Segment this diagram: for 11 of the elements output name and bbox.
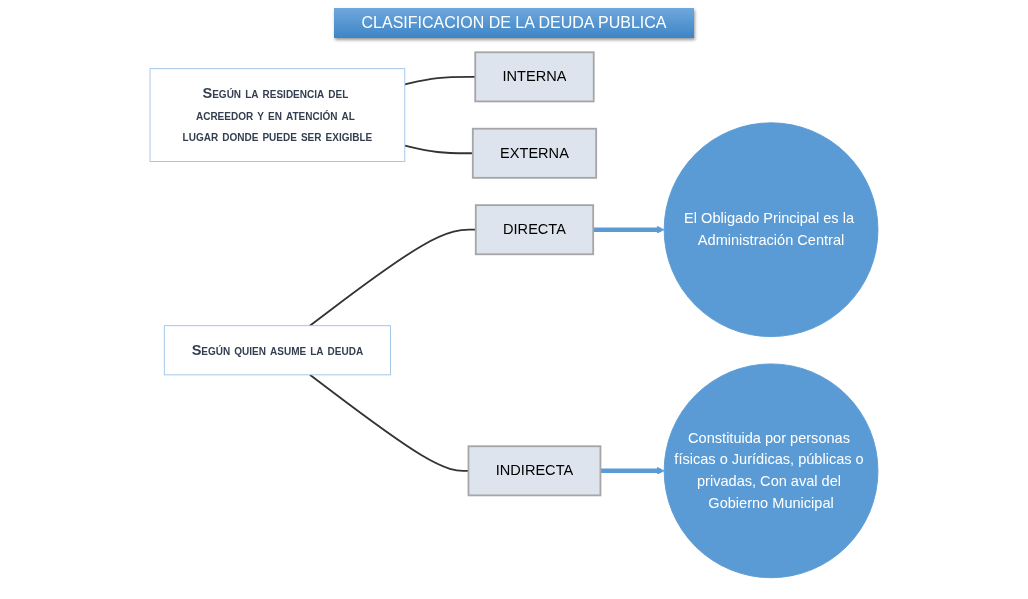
node-box: DIRECTA bbox=[474, 203, 595, 255]
node-box: Según quien asume la deuda bbox=[163, 324, 391, 375]
arrow bbox=[593, 225, 665, 234]
node-circle: Constituida por personas físicas o Jurídicas, públicas o privadas, Con aval del Gobierno Municipal bbox=[663, 362, 879, 578]
node-box: INDIRECTA bbox=[467, 444, 602, 496]
title-banner: CLASIFICACION DE LA DEUDA PUBLICA bbox=[333, 8, 695, 38]
node-box: Según la residencia del acreedor y en atención al lugar donde puede ser exigible bbox=[149, 67, 406, 162]
node-box: INTERNA bbox=[474, 50, 595, 102]
node-circle: El Obligado Principal es la Administración Central bbox=[663, 121, 879, 337]
arrow bbox=[600, 466, 665, 475]
node-box: EXTERNA bbox=[471, 127, 598, 179]
